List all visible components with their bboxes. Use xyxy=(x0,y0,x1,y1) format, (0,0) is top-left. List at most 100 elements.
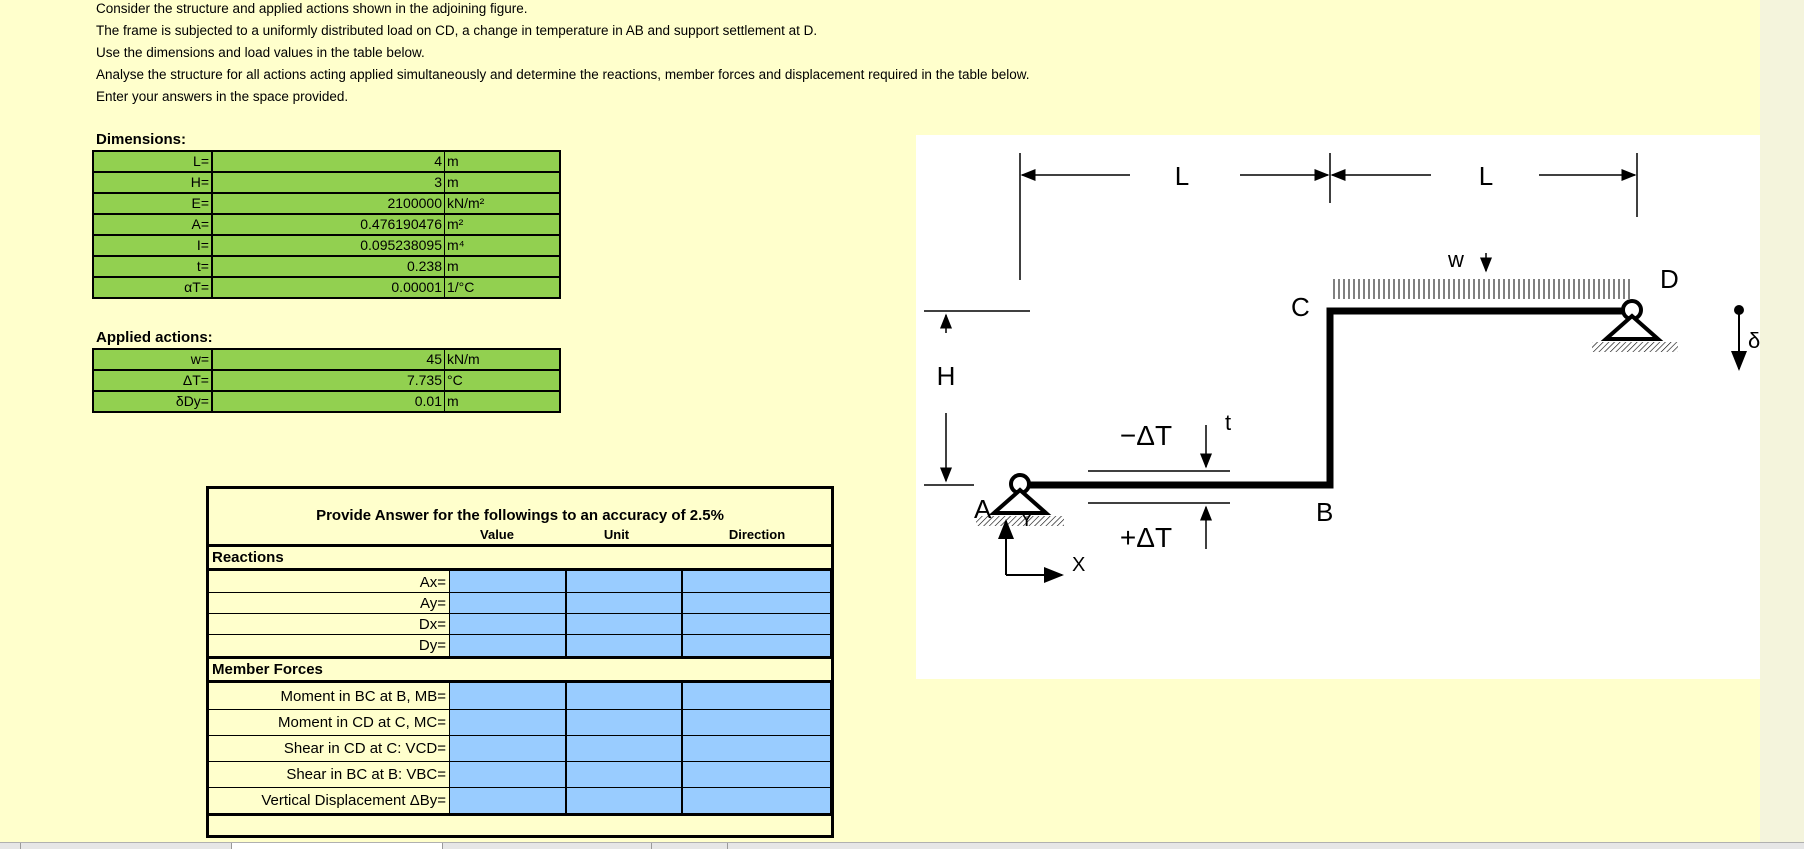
member-label-vcd: Shear in CD at C: VCD= xyxy=(283,740,446,757)
action-value[interactable]: 0.01 xyxy=(211,390,445,413)
divider xyxy=(209,592,831,593)
reaction-label-dx: Dx= xyxy=(418,616,446,633)
dimensions-title: Dimensions: xyxy=(96,131,187,148)
col-unit-header: Unit xyxy=(603,527,630,542)
dim-unit: m⁴ xyxy=(444,234,561,257)
action-label: δDy= xyxy=(92,390,213,413)
member-label-dby: Vertical Displacement ΔBy= xyxy=(261,792,446,809)
action-label: ΔT= xyxy=(92,369,213,392)
divider xyxy=(209,568,831,571)
frame-figure: L L H A D B C w −ΔT +ΔT xyxy=(916,135,1804,679)
frame-members xyxy=(1020,307,1632,489)
intro-line-4: Analyse the structure for all actions ac… xyxy=(96,67,1030,82)
col-direction-header: Direction xyxy=(728,527,786,542)
intro-line-5: Enter your answers in the space provided… xyxy=(96,89,349,104)
divider xyxy=(209,680,831,683)
label-Y: Y xyxy=(1020,509,1033,531)
dim-value[interactable]: 0.476190476 xyxy=(211,213,445,236)
dim-label: A= xyxy=(92,213,213,236)
action-row-dT: ΔT=7.735°C xyxy=(92,369,561,392)
label-H: H xyxy=(937,361,956,391)
support-a-triangle xyxy=(988,487,1052,515)
label-L1: L xyxy=(1175,161,1189,191)
divider xyxy=(209,709,831,710)
dim-value[interactable]: 4 xyxy=(211,150,445,173)
dim-label: L= xyxy=(92,150,213,173)
member-label-vbc: Shear in BC at B: VBC= xyxy=(286,766,446,783)
reaction-direction-inputs[interactable] xyxy=(682,571,831,657)
dim-unit: m xyxy=(444,171,561,194)
dim-value[interactable]: 0.238 xyxy=(211,255,445,278)
label-C: C xyxy=(1291,292,1310,322)
intro-line-1: Consider the structure and applied actio… xyxy=(96,1,528,16)
support-a-ground xyxy=(976,516,1064,526)
divider xyxy=(209,634,831,635)
member-unit-inputs[interactable] xyxy=(566,683,682,813)
sheet-tab[interactable] xyxy=(21,843,232,849)
sheet-tab-active[interactable] xyxy=(232,843,443,849)
label-minus-dT: −ΔT xyxy=(1120,420,1172,451)
answer-panel: Provide Answer for the followings to an … xyxy=(206,486,834,838)
divider xyxy=(209,761,831,762)
dim-unit: kN/m² xyxy=(444,192,561,215)
action-label: w= xyxy=(92,348,213,371)
dim-value[interactable]: 2100000 xyxy=(211,192,445,215)
answer-heading: Provide Answer for the followings to an … xyxy=(316,507,724,524)
reaction-unit-inputs[interactable] xyxy=(566,571,682,657)
reaction-label-dy: Dy= xyxy=(418,637,446,654)
label-D: D xyxy=(1660,264,1679,294)
member-label-mc: Moment in CD at C, MC= xyxy=(278,714,446,731)
action-unit: kN/m xyxy=(444,348,561,371)
member-value-inputs[interactable] xyxy=(449,683,566,813)
divider xyxy=(209,544,831,547)
right-margin xyxy=(1760,0,1804,842)
support-d-ground xyxy=(1592,342,1678,352)
divider xyxy=(209,787,831,788)
reaction-value-inputs[interactable] xyxy=(449,571,566,657)
dim-label: H= xyxy=(92,171,213,194)
label-plus-dT: +ΔT xyxy=(1120,522,1172,553)
dim-label: E= xyxy=(92,192,213,215)
frame-diagram: L L H A D B C w −ΔT +ΔT xyxy=(924,153,1791,583)
tab-nav[interactable] xyxy=(0,843,21,849)
dim-unit: m xyxy=(444,255,561,278)
divider xyxy=(209,613,831,614)
divider xyxy=(209,735,831,736)
label-X: X xyxy=(1072,554,1085,576)
dim-unit: m xyxy=(444,150,561,173)
action-value[interactable]: 7.735 xyxy=(211,369,445,392)
divider xyxy=(209,656,831,659)
dim-value[interactable]: 3 xyxy=(211,171,445,194)
dim-value[interactable]: 0.095238095 xyxy=(211,234,445,257)
actions-title: Applied actions: xyxy=(96,329,213,346)
label-t: t xyxy=(1225,410,1231,435)
intro-line-2: The frame is subjected to a uniformly di… xyxy=(96,23,818,38)
dim-value[interactable]: 0.00001 xyxy=(211,276,445,299)
intro-line-3: Use the dimensions and load values in th… xyxy=(96,45,425,60)
dim-unit: 1/°C xyxy=(444,276,561,299)
divider xyxy=(209,813,831,816)
dim-label: t= xyxy=(92,255,213,278)
sheet-tab[interactable] xyxy=(652,843,728,849)
reactions-title: Reactions xyxy=(212,549,284,566)
sheet-tab[interactable] xyxy=(443,843,652,849)
action-unit: °C xyxy=(444,369,561,392)
reaction-label-ax: Ax= xyxy=(419,574,446,591)
member-direction-inputs[interactable] xyxy=(682,683,831,813)
sheet-tab-bar[interactable] xyxy=(0,842,1804,849)
member-forces-title: Member Forces xyxy=(212,661,323,678)
action-value[interactable]: 45 xyxy=(211,348,445,371)
dim-label: αT= xyxy=(92,276,213,299)
dim-label: I= xyxy=(92,234,213,257)
support-d-triangle xyxy=(1600,313,1664,341)
